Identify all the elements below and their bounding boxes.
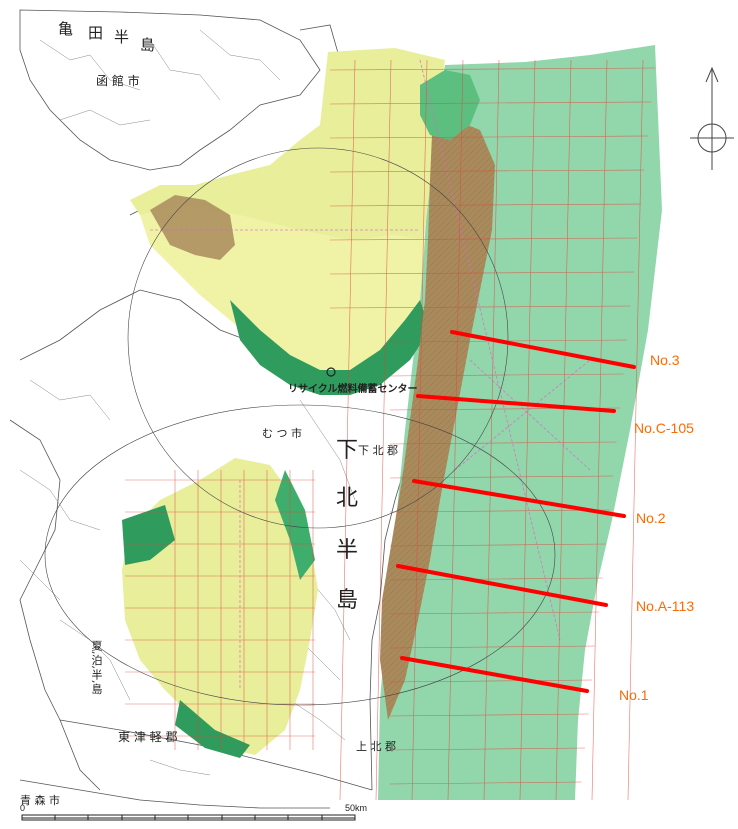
grid-col-line — [627, 59, 644, 801]
aomori-city-label: 青 森 市 — [20, 794, 60, 807]
survey-grid — [125, 59, 656, 801]
scale-end-label: 50km — [345, 803, 368, 813]
profile-lines — [396, 330, 636, 693]
shimokita-label-2: 北 — [336, 486, 359, 511]
grid-col-line — [339, 59, 356, 801]
green-coast-band — [230, 300, 430, 395]
natsudomari-label: 夏,泊,半,島 — [90, 640, 103, 695]
scale-bar — [21, 814, 356, 821]
grid-row-line — [329, 67, 656, 71]
survey-tracks-pink — [150, 59, 591, 690]
grid-col-line — [555, 59, 572, 801]
center-marker — [326, 367, 336, 377]
track-line — [419, 59, 561, 641]
grid-row-line — [329, 101, 652, 105]
grid-row-line — [329, 305, 631, 309]
grid-col-line — [591, 59, 608, 801]
profile-line-4 — [396, 564, 608, 607]
grid-row-line — [389, 713, 589, 717]
peninsula-label-4: 島 — [140, 36, 156, 54]
peninsula-label-3: 半 — [114, 28, 130, 46]
gun-lower-label: 上 北 郡 — [356, 740, 396, 753]
higashi-tsugaru-label: 東 津 軽 郡 — [118, 730, 178, 744]
shimokita-label-3: 半 — [336, 538, 359, 563]
profile-label-noc105: No.C-105 — [634, 420, 694, 436]
shimokita-label-1: 下 — [336, 438, 359, 463]
grid-row-line — [389, 645, 596, 649]
brown-patch-west — [150, 195, 235, 260]
green-rim-south-east — [275, 470, 315, 580]
grid-row-line — [329, 271, 635, 275]
grid-row-line — [389, 441, 617, 445]
grid-row-line — [389, 543, 607, 547]
profile-line-3 — [412, 479, 626, 518]
grid-row-line — [389, 747, 586, 751]
shimokita-label-4: 島 — [336, 588, 359, 613]
grid-row-line — [389, 475, 614, 479]
track-line — [469, 359, 591, 471]
grid-col-line — [519, 59, 536, 801]
distance-circles — [44, 147, 556, 706]
profile-label-no3: No.3 — [650, 352, 680, 368]
gun-upper-label: 下 北 郡 — [358, 444, 398, 457]
grid-row-line — [329, 237, 638, 241]
grid-col-line — [411, 59, 428, 801]
center-label: リサイクル燃料備蓄センター — [288, 384, 418, 395]
north-arrow-icon — [690, 66, 734, 170]
grid-row-line — [389, 611, 600, 615]
grid-row-line — [389, 781, 582, 785]
profile-line-5 — [400, 656, 589, 693]
grid-row-line — [389, 509, 610, 513]
green-north-lobe — [420, 70, 480, 140]
grid-col-line — [447, 59, 464, 801]
grid-row-line — [329, 203, 642, 207]
profile-label-no1: No.1 — [619, 687, 649, 703]
track-line — [454, 359, 591, 471]
profile-line-1 — [450, 330, 636, 369]
peninsula-label-1: 亀 — [58, 20, 74, 38]
grid-row-line — [329, 135, 649, 139]
grid-col-line — [375, 59, 392, 801]
scale-start-label: 0 — [20, 803, 26, 813]
green-rim-south — [122, 505, 175, 565]
profile-label-noa113: No.A-113 — [636, 598, 695, 614]
mutsu-label: む つ 市 — [262, 427, 302, 440]
green-rim-south-bottom — [175, 700, 250, 758]
grid-row-line — [329, 169, 645, 173]
grid-row-line — [389, 577, 603, 581]
peninsula-label-2: 田 — [88, 24, 104, 42]
profile-label-no2: No.2 — [636, 510, 666, 526]
profile-line-2 — [416, 394, 616, 413]
grid-row-line — [389, 373, 624, 377]
hakodate-label: 函 館 市 — [96, 74, 140, 88]
grid-col-line — [483, 59, 500, 801]
